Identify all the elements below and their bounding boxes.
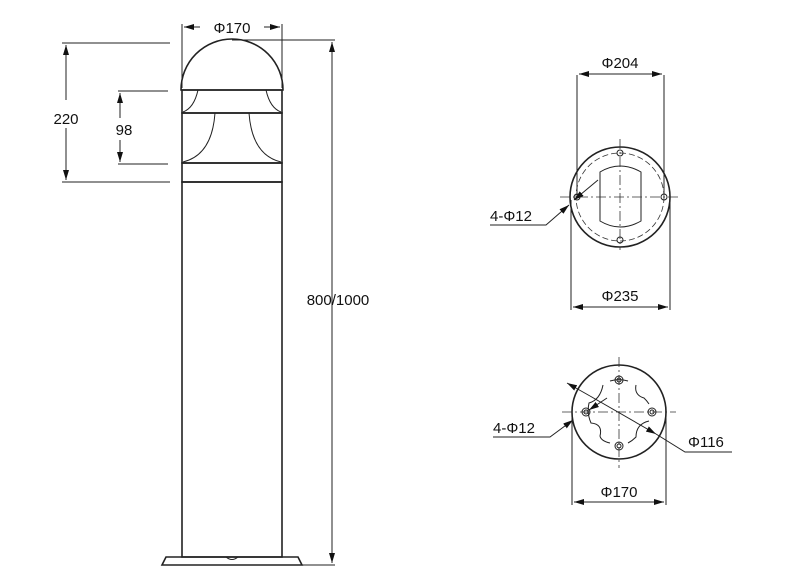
dim-head-height: 220	[53, 111, 78, 128]
mounting-holes	[581, 375, 657, 451]
dim-light-window: 98	[116, 122, 133, 139]
post-body	[181, 181, 283, 558]
top-flange-view: Φ204 Φ235 4-Φ12	[490, 55, 680, 310]
base-plate	[160, 556, 304, 566]
cable-opening	[599, 165, 642, 228]
dim-holes-top: 4-Φ12	[490, 208, 532, 225]
dim-flange-diameter: Φ235	[602, 288, 639, 305]
louver-curve-upper	[182, 89, 282, 113]
bollard-side-view: Φ170 220 98 800/1000	[53, 20, 370, 566]
dim-bolt-circle: Φ204	[602, 55, 639, 72]
dim-inner-diameter: Φ116	[688, 434, 724, 451]
collar	[181, 162, 283, 183]
louver-curve-lower	[182, 112, 282, 163]
dome-cap	[180, 38, 284, 91]
bottom-flange-view: Φ116 4-Φ12 Φ170	[493, 357, 732, 505]
mounting-holes	[573, 149, 668, 244]
dim-holes-bottom: 4-Φ12	[493, 420, 535, 437]
dim-head-diameter: Φ170	[214, 20, 251, 37]
base-screw	[225, 556, 239, 560]
dim-total-height: 800/1000	[307, 292, 370, 309]
dim-outer-diameter: Φ170	[601, 484, 638, 501]
